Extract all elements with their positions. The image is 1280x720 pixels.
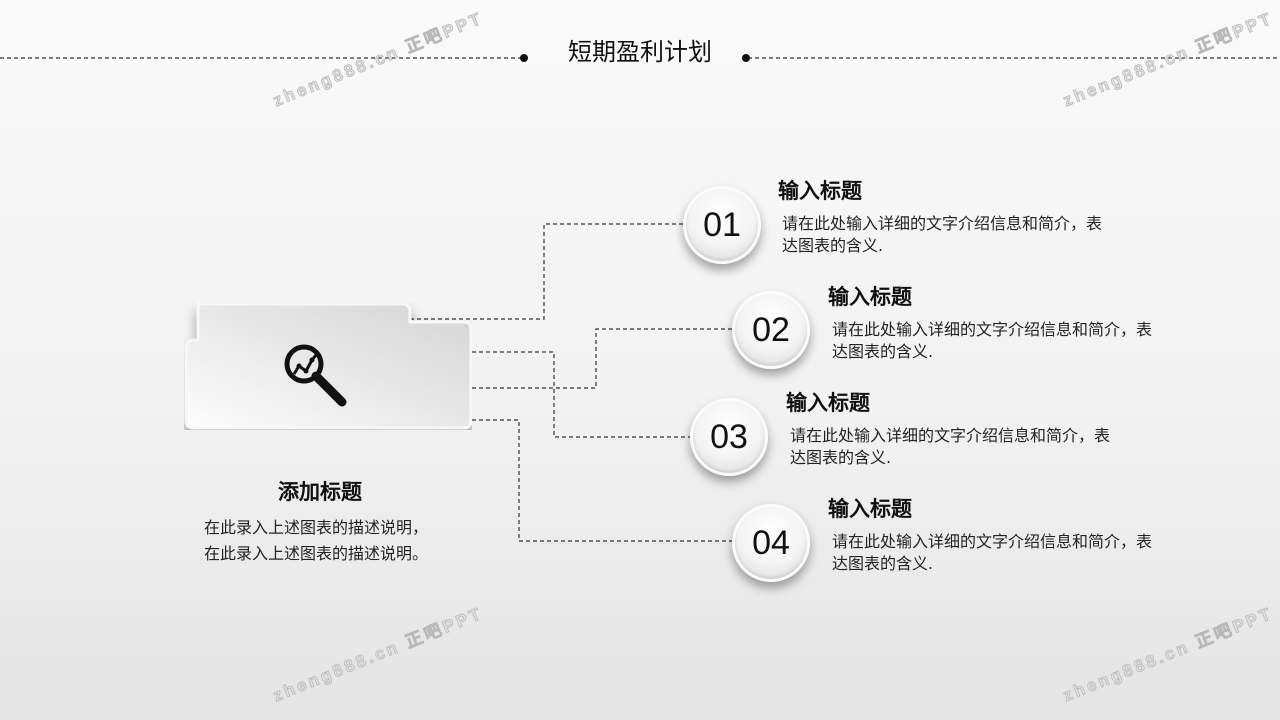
step-description-02: 请在此处输入详细的文字介绍信息和简介，表达图表的含义. [832,320,1153,361]
slide-title: 短期盈利计划 [568,38,712,66]
step-circle-04: 04 [732,504,810,582]
step-circle-03: 03 [690,398,768,476]
step-description-01: 请在此处输入详细的文字介绍信息和简介，表达图表的含义. [782,214,1103,255]
main-card [184,302,472,430]
main-description: 在此录入上述图表的描述说明，在此录入上述图表的描述说明。 [204,518,429,563]
step-description-04: 请在此处输入详细的文字介绍信息和简介，表达图表的含义. [832,532,1153,573]
main-title: 添加标题 [278,480,362,504]
magnifier-chart-icon [284,344,347,407]
step-circle-02: 02 [732,291,810,369]
step-description-03: 请在此处输入详细的文字介绍信息和简介，表达图表的含义. [790,426,1111,467]
step-title-04: 输入标题 [828,497,912,521]
step-title-03: 输入标题 [786,391,870,415]
step-title-02: 输入标题 [828,285,912,309]
step-circle-01: 01 [683,186,761,264]
step-title-01: 输入标题 [778,179,862,203]
